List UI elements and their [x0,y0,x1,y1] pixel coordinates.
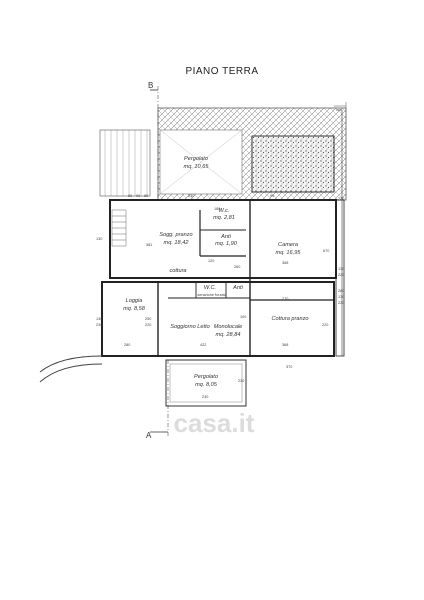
room-label-anti-mid: Anti [232,285,243,291]
room-label-monolocale: Monolocale mq. 28,84 [214,324,243,338]
svg-text:mq. 16,95: mq. 16,95 [276,250,302,256]
svg-text:mq. 1,90: mq. 1,90 [215,241,238,247]
svg-text:A: A [146,431,152,440]
room-label-soggiorno-letto: Soggiorno Letto [170,324,210,330]
room-label-aerazione: aerazione forzata [197,293,227,297]
room-label-cottura-pranzo: Cottura pranzo [271,316,308,322]
room-label-wc-mid: W.C. [204,285,216,291]
svg-text:130: 130 [96,317,102,321]
svg-text:280: 280 [124,343,130,347]
svg-text:230: 230 [188,194,194,198]
svg-text:422: 422 [200,343,206,347]
svg-text:90: 90 [136,194,140,198]
svg-text:381: 381 [146,243,152,247]
room-label-wc-top: W.c. mq. 2,81 [213,208,235,221]
north-marks [334,102,347,110]
dimension-labels: 80 90 80 230 90 130 381 130 220 260 368 … [96,194,344,399]
section-mark-a: A [146,360,169,440]
svg-text:mq. 18,42: mq. 18,42 [164,240,190,246]
room-label-pergolato-bottom: Pergolato mq. 8,05 [194,374,218,388]
svg-text:B: B [148,81,153,90]
svg-text:Pergolato: Pergolato [184,156,208,162]
svg-text:120: 120 [208,259,214,263]
svg-text:Anti: Anti [220,234,231,240]
svg-text:220: 220 [338,301,344,305]
svg-text:80: 80 [144,194,148,198]
svg-text:130: 130 [96,237,102,241]
svg-text:130: 130 [338,295,344,299]
svg-text:90: 90 [270,194,274,198]
room-label-pergolato-top: Pergolato mq. 10,65 [184,156,210,170]
top-terrace [157,107,347,201]
svg-text:230: 230 [338,197,344,201]
svg-text:180: 180 [214,207,220,211]
svg-text:Loggia: Loggia [126,298,143,304]
right-walkway [336,109,343,357]
svg-text:280: 280 [338,289,344,293]
svg-text:mq. 10,65: mq. 10,65 [184,164,210,170]
svg-text:80: 80 [128,194,132,198]
svg-text:Monolocale: Monolocale [214,324,243,330]
svg-text:230: 230 [96,323,102,327]
svg-text:mq. 28,84: mq. 28,84 [216,332,241,338]
svg-text:220: 220 [338,273,344,277]
left-deck [99,129,151,197]
stair [111,209,127,247]
svg-text:mq. 2,81: mq. 2,81 [213,215,235,221]
room-label-camera: Camera mq. 16,95 [276,242,302,256]
bottom-pergola [165,359,247,407]
svg-text:mq. 8,58: mq. 8,58 [123,306,146,312]
room-label-loggia: Loggia mq. 8,58 [123,298,146,312]
svg-text:W.c.: W.c. [219,208,230,214]
svg-text:270: 270 [282,297,288,301]
svg-text:670: 670 [323,249,329,253]
room-label-cottura-top: cottura [169,268,186,274]
svg-text:230: 230 [202,395,208,399]
svg-text:220: 220 [145,323,151,327]
garden-path [39,355,103,373]
svg-text:368: 368 [282,343,288,347]
garden-path-edge [39,363,103,383]
svg-text:mq. 8,05: mq. 8,05 [195,382,218,388]
room-label-anti-top: Anti mq. 1,90 [215,234,238,247]
svg-text:220: 220 [322,323,328,327]
svg-text:100: 100 [240,315,246,319]
svg-text:Pergolato: Pergolato [194,374,218,380]
watermark: casa.it [174,408,255,438]
svg-text:250: 250 [145,317,151,321]
svg-text:130: 130 [338,267,344,271]
room-label-sogg-pranzo: Sogg. pranzo mq. 18,42 [159,232,192,246]
svg-text:Sogg. pranzo: Sogg. pranzo [159,232,192,238]
svg-text:370: 370 [286,365,292,369]
plan-title: PIANO TERRA [185,66,258,77]
svg-text:368: 368 [282,261,288,265]
svg-text:Camera: Camera [278,242,298,248]
svg-text:260: 260 [234,265,240,269]
svg-text:230: 230 [238,379,244,383]
